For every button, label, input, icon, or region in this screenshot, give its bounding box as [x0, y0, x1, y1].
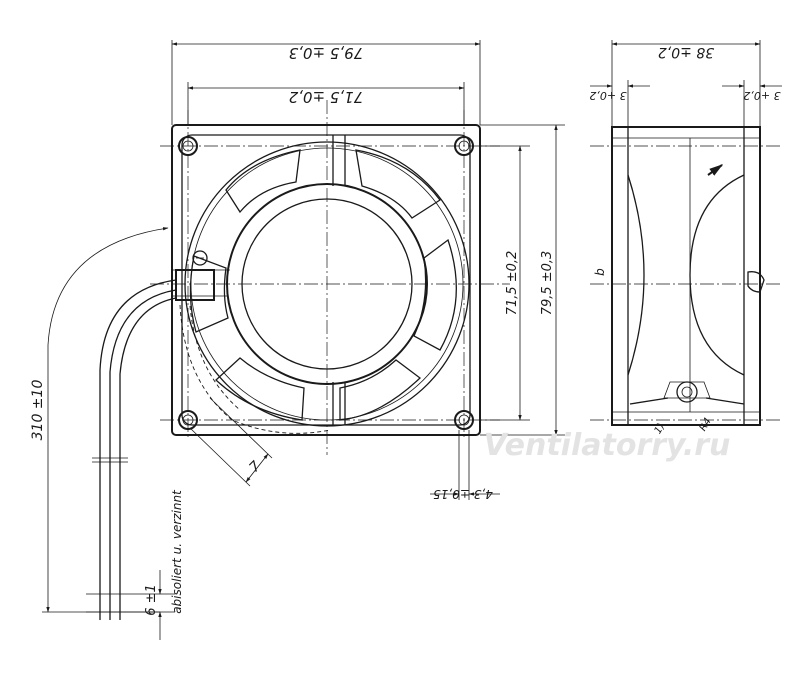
- side-view: [590, 40, 782, 426]
- note-stripped: abisoliert u. verzinnt: [170, 489, 184, 614]
- airflow-arrow: [707, 164, 724, 176]
- mounting-holes: [178, 136, 474, 430]
- dim-depth: 38 ±0,2: [658, 44, 714, 60]
- fan-frame-inner: [181, 134, 471, 426]
- dim-outer-height: 79,5 ±0,3: [540, 251, 555, 316]
- dim-hole-spacing-h: 71,5 ±0,2: [289, 88, 364, 106]
- label-1: 1): [653, 422, 668, 436]
- dim-stripped-length: 6 ±1: [144, 584, 159, 616]
- dim-hole-diameter: 4,3 ±0,15: [433, 487, 493, 501]
- ground-terminal: [629, 381, 745, 405]
- watermark: Ventilatorry.ru: [484, 428, 731, 463]
- dim-flange-right: 3 +0,2: [743, 89, 780, 102]
- dim-flange-left: 3 +0,2: [589, 89, 626, 102]
- side-body: [611, 126, 761, 426]
- fan-blades: [189, 149, 457, 421]
- dim-outer-width: 79,5 ±0,3: [289, 44, 364, 62]
- dimension-labels: 79,5 ±0,3 71,5 ±0,2 71,5 ±0,2 79,5 ±0,3 …: [30, 44, 781, 616]
- dim-hole-spacing-v: 71,5 ±0,2: [505, 251, 520, 316]
- dim-lead-exit: 7: [246, 458, 264, 476]
- support-struts: [172, 135, 346, 425]
- dim-cable-length: 310 ±10: [30, 380, 46, 441]
- label-b: b: [593, 268, 607, 276]
- fan-frame-outer: [171, 124, 481, 436]
- front-view: [42, 40, 565, 640]
- lead-wires: [92, 279, 177, 620]
- lead-exit-terminal: [175, 250, 215, 301]
